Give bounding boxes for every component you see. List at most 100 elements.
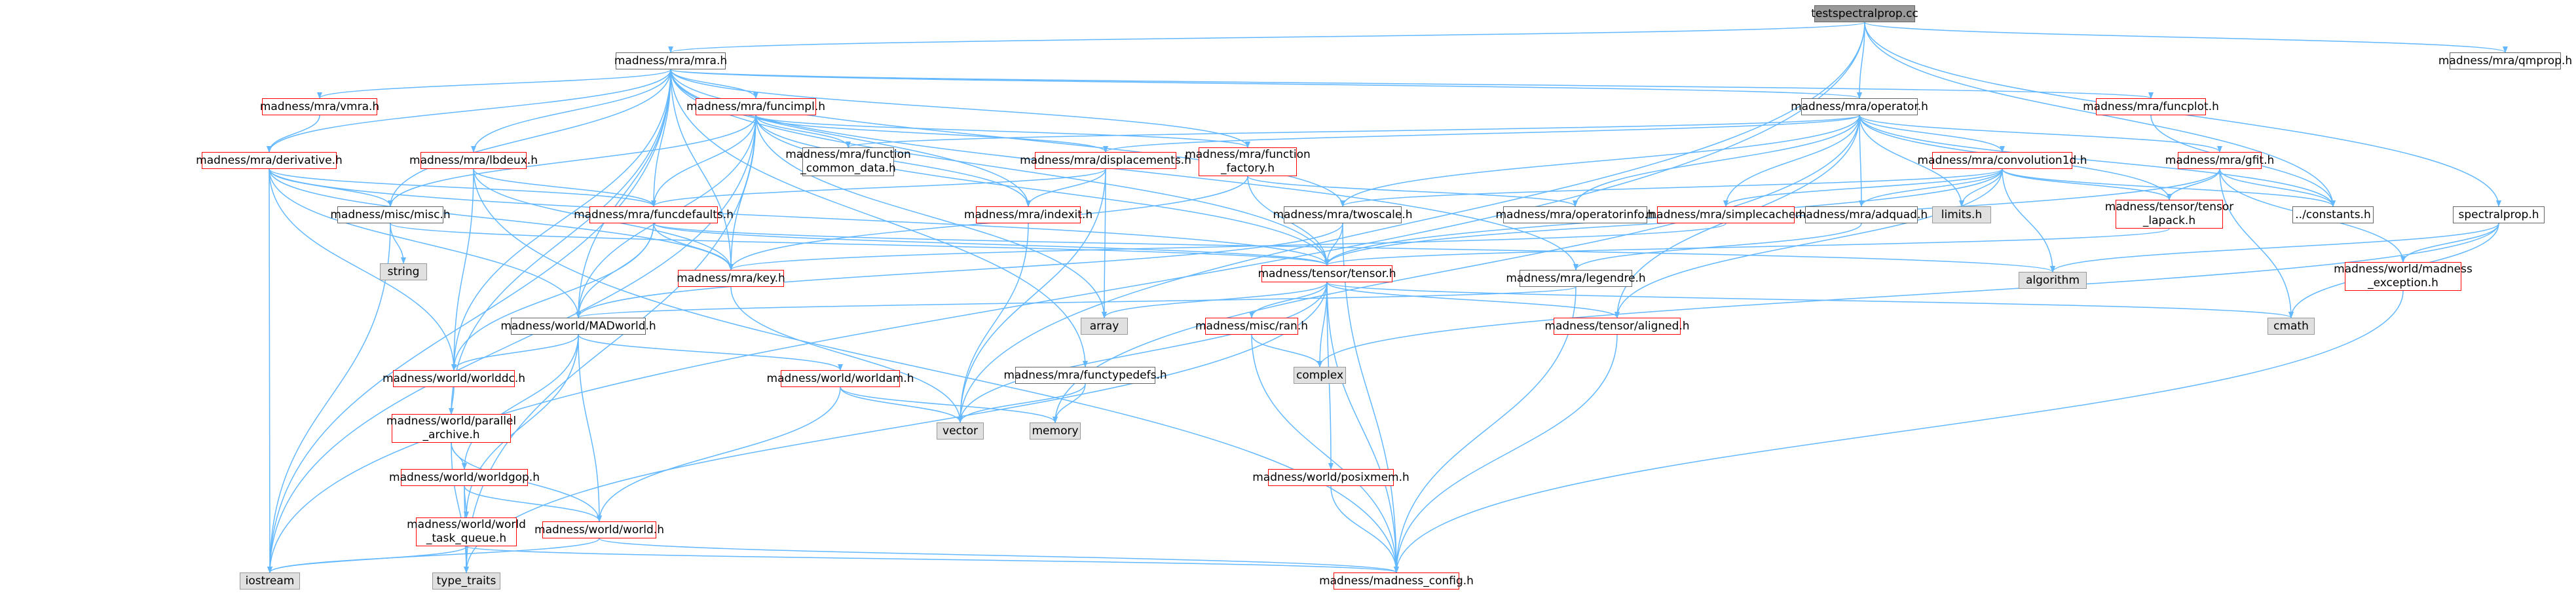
graph-node-functypedefs[interactable]: madness/mra/functypedefs.h — [1003, 367, 1167, 384]
graph-node-mra[interactable]: madness/mra/mra.h — [614, 52, 727, 69]
edge-funcimpl-to-array — [755, 115, 1107, 318]
edge-root-to-iostream — [267, 22, 1865, 573]
edge-conv1d-to-lapack — [2002, 168, 2172, 200]
graph-node-adquad[interactable]: madness/mra/adquad.h — [1795, 206, 1928, 223]
graph-node-funcimpl[interactable]: madness/mra/funcimpl.h — [686, 98, 825, 115]
edge-tensor-to-ran — [1249, 282, 1328, 318]
graph-node-root: testspectralprop.cc — [1811, 5, 1918, 22]
edge-operator-to-gfit — [1859, 115, 2222, 153]
graph-node-indexit[interactable]: madness/mra/indexit.h — [964, 206, 1092, 223]
graph-node-typetraits: type_traits — [432, 572, 500, 590]
edge-operator-to-displacements — [1103, 115, 1860, 153]
graph-node-common[interactable]: madness/mra/function _common_data.h — [785, 147, 911, 176]
edge-conv1d-to-algorithm — [2002, 168, 2055, 272]
graph-node-parallel[interactable]: madness/world/parallel _archive.h — [386, 414, 517, 443]
edge-operator-to-adquad — [1858, 115, 1864, 207]
edge-tensor-to-aligned — [1326, 282, 1620, 318]
graph-node-aligned[interactable]: madness/tensor/aligned.h — [1544, 318, 1690, 335]
edge-operator-to-simplecache — [1723, 115, 1860, 207]
graph-node-legendre[interactable]: madness/mra/legendre.h — [1506, 270, 1646, 287]
graph-node-world[interactable]: madness/world/world.h — [534, 521, 664, 538]
graph-node-misc[interactable]: madness/misc/misc.h — [330, 206, 451, 223]
edge-funcimpl-to-common — [755, 115, 851, 148]
graph-node-ran[interactable]: madness/misc/ran.h — [1195, 318, 1308, 335]
edge-mra-to-lbdeux — [471, 69, 671, 153]
edge-root-to-qmprop — [1864, 22, 2508, 53]
graph-node-funcplot[interactable]: madness/mra/funcplot.h — [2083, 98, 2219, 115]
graph-node-gfit[interactable]: madness/mra/gfit.h — [2165, 152, 2274, 169]
edge-lbdeux-to-funcdefaults — [473, 168, 656, 207]
edge-worldgop-to-world — [464, 485, 602, 522]
edge-worldam-to-world — [597, 386, 841, 522]
edge-taskq-to-config — [466, 546, 1399, 573]
graph-node-conv1d[interactable]: madness/mra/convolution1d.h — [1918, 152, 2087, 169]
graph-node-derivative[interactable]: madness/mra/derivative.h — [196, 152, 343, 169]
graph-node-madworld[interactable]: madness/world/MADworld.h — [500, 318, 656, 335]
edge-root-to-mra — [668, 22, 1865, 53]
edge-twoscale-to-madworld — [576, 223, 1343, 318]
edge-functypedefs-to-vector — [958, 383, 1086, 423]
edge-funcimpl-to-misc — [388, 115, 756, 207]
graph-node-worlddc[interactable]: madness/world/worlddc.h — [383, 370, 525, 387]
edge-mra-to-funcimpl — [670, 69, 758, 99]
graph-node-twoscale[interactable]: madness/mra/twoscale.h — [1273, 206, 1413, 223]
graph-node-opinfo[interactable]: madness/mra/operatorinfo.h — [1496, 206, 1655, 223]
graph-node-constants[interactable]: ../constants.h — [2292, 206, 2374, 223]
graph-node-algorithm: algorithm — [2019, 272, 2087, 289]
graph-node-iostream: iostream — [240, 572, 300, 590]
edge-aligned-to-config — [1394, 334, 1618, 573]
graph-node-factory[interactable]: madness/mra/function _factory.h — [1185, 147, 1311, 176]
edge-tensor-to-vector — [958, 282, 1328, 423]
edge-funcimpl-to-iostream — [267, 115, 756, 573]
edge-root-to-operator — [1857, 22, 1865, 99]
graph-node-qmprop[interactable]: madness/mra/qmprop.h — [2438, 52, 2572, 69]
graph-node-displacements[interactable]: madness/mra/displacements.h — [1020, 152, 1191, 169]
edge-madworld-to-worldgop — [462, 334, 579, 470]
edge-world-to-config — [599, 538, 1399, 573]
graph-node-tensor[interactable]: madness/tensor/tensor.h — [1258, 265, 1396, 282]
edge-operator-to-opinfo — [1573, 115, 1860, 207]
edge-gfit-to-cmath — [2219, 168, 2294, 318]
graph-node-worldam[interactable]: madness/world/worldam.h — [767, 370, 914, 387]
edge-ran-to-config — [1251, 334, 1399, 573]
edge-mra-to-misc — [388, 69, 671, 207]
edge-derivative-to-worlddc — [269, 168, 457, 371]
edge-mra-to-vmra — [317, 69, 671, 99]
graph-node-madexc[interactable]: madness/world/madness _exception.h — [2334, 262, 2473, 291]
graph-node-config[interactable]: madness/madness_config.h — [1319, 572, 1474, 590]
edge-mra-to-parallel — [449, 69, 671, 415]
graph-node-taskq[interactable]: madness/world/world _task_queue.h — [407, 517, 526, 546]
edge-derivative-to-iostream — [267, 168, 272, 573]
graph-node-simplecache[interactable]: madness/mra/simplecache.h — [1646, 206, 1806, 223]
graph-node-complex: complex — [1294, 367, 1346, 384]
graph-node-operator[interactable]: madness/mra/operator.h — [1791, 98, 1928, 115]
edge-misc-to-tensor — [390, 223, 1330, 266]
graph-node-key[interactable]: madness/mra/key.h — [677, 270, 785, 287]
graph-node-worldgop[interactable]: madness/world/worldgop.h — [389, 469, 540, 486]
edge-adquad-to-legendre — [1573, 223, 1862, 271]
graph-node-memory: memory — [1030, 422, 1081, 440]
edge-mra-to-derivative — [267, 69, 671, 153]
graph-node-posixmem[interactable]: madness/world/posixmem.h — [1252, 469, 1409, 486]
edge-world-to-iostream — [267, 538, 600, 573]
graph-node-vector: vector — [937, 422, 984, 440]
edge-tensor-to-cmath — [1326, 282, 2294, 318]
graph-node-lapack[interactable]: madness/tensor/tensor _lapack.h — [2104, 200, 2234, 229]
edge-misc-to-iostream — [267, 223, 391, 573]
edge-legendre-to-madworld — [576, 286, 1577, 318]
edge-displacements-to-vector — [958, 168, 1106, 423]
edge-derivative-to-madworld — [269, 168, 581, 318]
edge-simplecache-to-key — [728, 223, 1727, 271]
graph-node-cmath: cmath — [2268, 318, 2315, 335]
edge-madexc-to-config — [1394, 290, 2404, 573]
edge-mra-to-worlddc — [451, 69, 671, 371]
graph-node-lbdeux[interactable]: madness/mra/lbdeux.h — [409, 152, 538, 169]
graph-node-funcdefaults[interactable]: madness/mra/funcdefaults.h — [574, 206, 734, 223]
edge-legendre-to-config — [1394, 286, 1577, 573]
edge-mra-to-functypedefs — [670, 69, 1088, 367]
graph-node-spectralprop[interactable]: spectralprop.h — [2453, 206, 2545, 223]
edge-worldam-to-memory — [840, 386, 1058, 423]
graph-node-vmra[interactable]: madness/mra/vmra.h — [260, 98, 379, 115]
graph-node-string: string — [380, 263, 427, 280]
